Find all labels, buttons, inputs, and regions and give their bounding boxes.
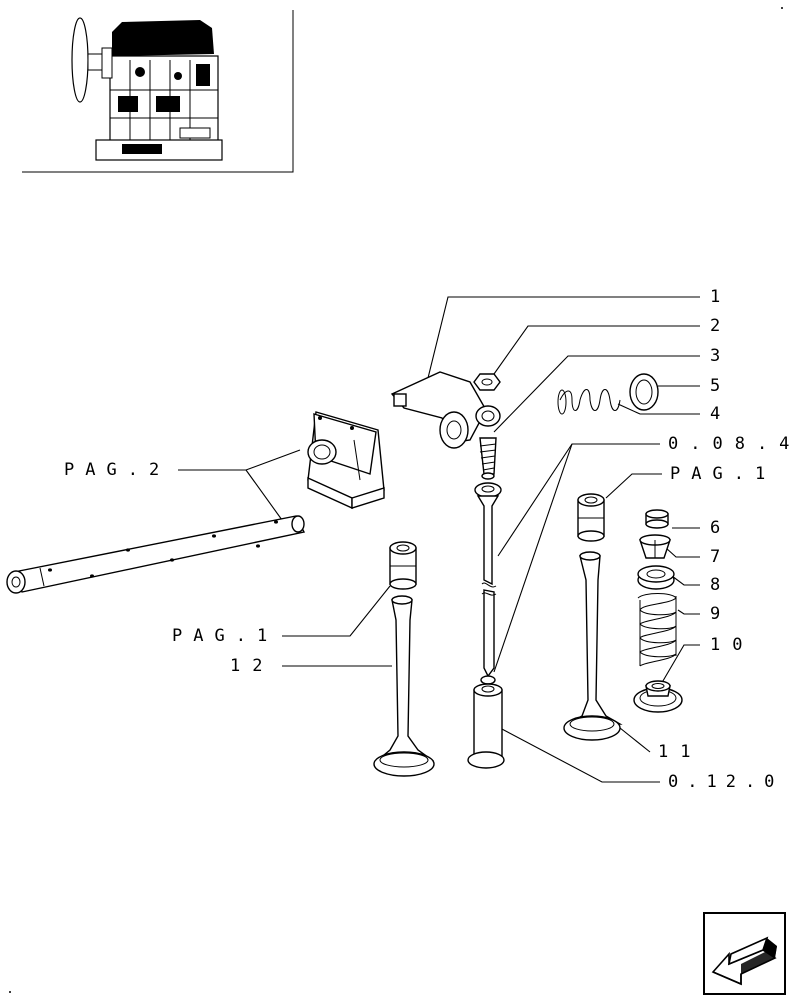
callout-7: 7	[710, 547, 729, 567]
callout-pag1-right: PAG.1	[670, 464, 776, 484]
callout-12: 12	[230, 656, 274, 676]
leader-lines	[178, 296, 700, 783]
valve-guide-right	[577, 493, 605, 542]
engine-thumbnail	[22, 10, 294, 173]
nut	[473, 373, 501, 391]
callout-6: 6	[710, 518, 729, 538]
valve-spring	[637, 593, 677, 667]
small-spring	[557, 389, 621, 415]
callout-9: 9	[710, 604, 729, 624]
corner-dot	[9, 991, 11, 993]
valve-right	[563, 551, 623, 741]
tappet	[467, 683, 505, 769]
rocker-support	[307, 411, 385, 510]
callout-10: 10	[710, 635, 754, 655]
push-rod	[474, 482, 502, 685]
callout-8: 8	[710, 575, 729, 595]
engine-thumbnail-icon	[71, 17, 223, 161]
valve-collets	[639, 534, 671, 559]
valve-cap	[645, 509, 669, 529]
callout-11: 11	[658, 742, 702, 762]
spring-retainer	[637, 565, 675, 590]
parts	[6, 371, 683, 777]
callout-pag1-left: PAG.1	[172, 626, 278, 646]
callout-ref-084: 0.08.4	[668, 434, 796, 454]
navigation-back-button[interactable]	[703, 912, 786, 995]
callout-4: 4	[710, 404, 729, 424]
valve-guide-left	[389, 541, 417, 590]
corner-dot	[781, 7, 783, 9]
callout-2: 2	[710, 316, 729, 336]
ring-washer	[629, 373, 659, 411]
callout-pag2: PAG.2	[64, 460, 170, 480]
callout-1: 1	[710, 287, 729, 307]
spring-seat	[633, 680, 683, 713]
callout-5: 5	[710, 376, 729, 396]
valve-left	[373, 595, 435, 777]
back-arrow-icon	[711, 936, 777, 986]
callout-ref-0120: 0.12.0	[668, 772, 783, 792]
rocker-shaft	[6, 515, 306, 594]
callout-3: 3	[710, 346, 729, 366]
adjusting-screw	[479, 437, 497, 480]
callout-labels: 1 2 3 5 4 0.08.4 PAG.1 6 7 8 9 10 11 0.1…	[64, 287, 796, 792]
rocker-arm	[390, 371, 501, 449]
